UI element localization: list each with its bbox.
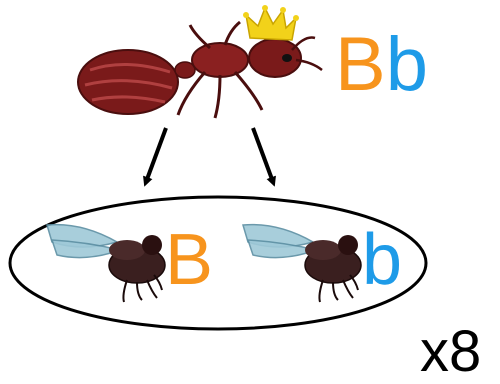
queen-genotype: Bb	[335, 27, 428, 103]
queen-allele-recessive: b	[386, 22, 428, 107]
offspring-allele-recessive: b	[362, 224, 402, 296]
queen-allele-dominant: B	[335, 22, 386, 107]
offspring-multiplier: x8	[420, 323, 481, 381]
offspring-allele-dominant: B	[165, 224, 213, 296]
crown-icon	[243, 5, 299, 40]
arrow-right	[253, 128, 273, 182]
male-fly-icon	[243, 225, 361, 302]
male-fly-icon	[47, 225, 165, 302]
arrow-left	[146, 128, 166, 182]
